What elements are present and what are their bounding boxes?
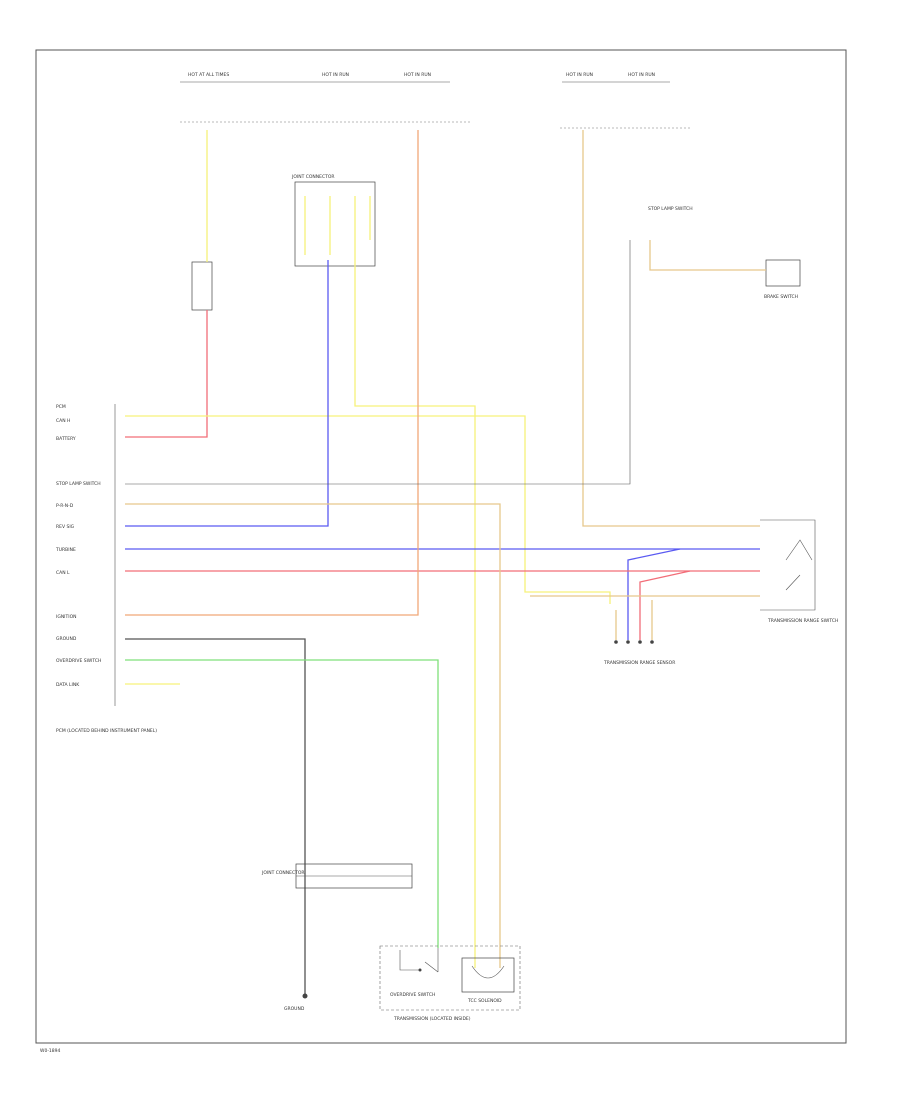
- transmission-range-sensor: TRANSMISSION RANGE SENSOR: [603, 640, 675, 666]
- ecm-pins: CAN H BATTERY STOP LAMP SWITCH P-R-N-D R…: [55, 418, 157, 734]
- wire-tan-range-2: [615, 600, 653, 640]
- fuse-label-4: HOT IN RUN: [566, 72, 593, 78]
- junction-box: [294, 181, 376, 267]
- ecm-note: PCM (LOCATED BEHIND INSTRUMENT PANEL): [56, 728, 157, 734]
- range-switch-label: TRANSMISSION RANGE SWITCH: [767, 618, 838, 624]
- ground-symbol: GROUND: [284, 993, 308, 1012]
- ecm-pin-13: DATA LINK: [56, 682, 80, 688]
- brake-switch: [765, 259, 801, 287]
- wire-orange-ign: [125, 130, 419, 616]
- ecm-pin-4: STOP LAMP SWITCH: [56, 481, 101, 487]
- ecm-pin-1: CAN H: [56, 418, 70, 424]
- wire-red-battery: [125, 310, 208, 438]
- diagram-frame: [35, 49, 847, 1044]
- ground-label: GROUND: [284, 1006, 305, 1012]
- brake-switch-label: BRAKE SWITCH: [764, 294, 798, 300]
- tcc-solenoid-label: TCC SOLENOID: [467, 998, 502, 1004]
- wire-gray-ground: [125, 638, 306, 995]
- fuse-block: HOT AT ALL TIMES HOT IN RUN HOT IN RUN H…: [180, 72, 690, 129]
- ecm-pin-5: P-R-N-D: [56, 503, 74, 509]
- ecm-pin-7: TURBINE: [55, 547, 76, 553]
- stop-lamp-switch-label: STOP LAMP SWITCH: [648, 206, 693, 212]
- ecm-label: PCM: [56, 404, 66, 410]
- fuse-label-5: HOT IN RUN: [628, 72, 655, 78]
- wire-green-od: [125, 659, 439, 948]
- wire-yellow-canh: [125, 415, 611, 604]
- tcc-solenoid: TCC SOLENOID: [461, 957, 515, 1004]
- wire-blue-revsig: [125, 260, 329, 527]
- transmission-range-switch: TRANSMISSION RANGE SWITCH: [760, 519, 838, 624]
- ecm-pin-8: CAN L: [56, 570, 70, 576]
- wire-gray-stoplamp: [125, 240, 631, 485]
- transmission-box: [379, 945, 521, 1011]
- wire-red-drop: [639, 570, 691, 640]
- wire-tan-brake-2: [649, 240, 766, 271]
- wire-tan-brake: [582, 130, 760, 527]
- diagram-id: W0-1894: [40, 1048, 61, 1054]
- fuse-label-3: HOT IN RUN: [404, 72, 431, 78]
- ecm-pin-10: IGNITION: [56, 614, 77, 620]
- range-sensor-label: TRANSMISSION RANGE SENSOR: [603, 660, 675, 666]
- ecm-pin-12: OVERDRIVE SWITCH: [56, 658, 101, 664]
- wire-tan-prnd: [125, 503, 501, 968]
- wire-yellow-junction: [304, 196, 476, 968]
- overdrive-switch: OVERDRIVE SWITCH: [390, 948, 439, 998]
- wire-blue-drop: [627, 548, 681, 640]
- ecm-pin-11: GROUND: [56, 636, 77, 642]
- overdrive-switch-label: OVERDRIVE SWITCH: [390, 992, 435, 998]
- fuse-label-2: HOT IN RUN: [322, 72, 349, 78]
- ecm-pin-2: BATTERY: [56, 436, 76, 442]
- ecm-pin-6: REV SIG: [56, 524, 75, 530]
- transmission-label: TRANSMISSION (LOCATED INSIDE): [393, 1016, 471, 1022]
- joint-connector-left: [191, 261, 213, 311]
- fuse-label-1: HOT AT ALL TIMES: [188, 72, 229, 78]
- junction-label-1: JOINT CONNECTOR: [291, 174, 335, 180]
- joint-connector-label: JOINT CONNECTOR: [261, 870, 305, 876]
